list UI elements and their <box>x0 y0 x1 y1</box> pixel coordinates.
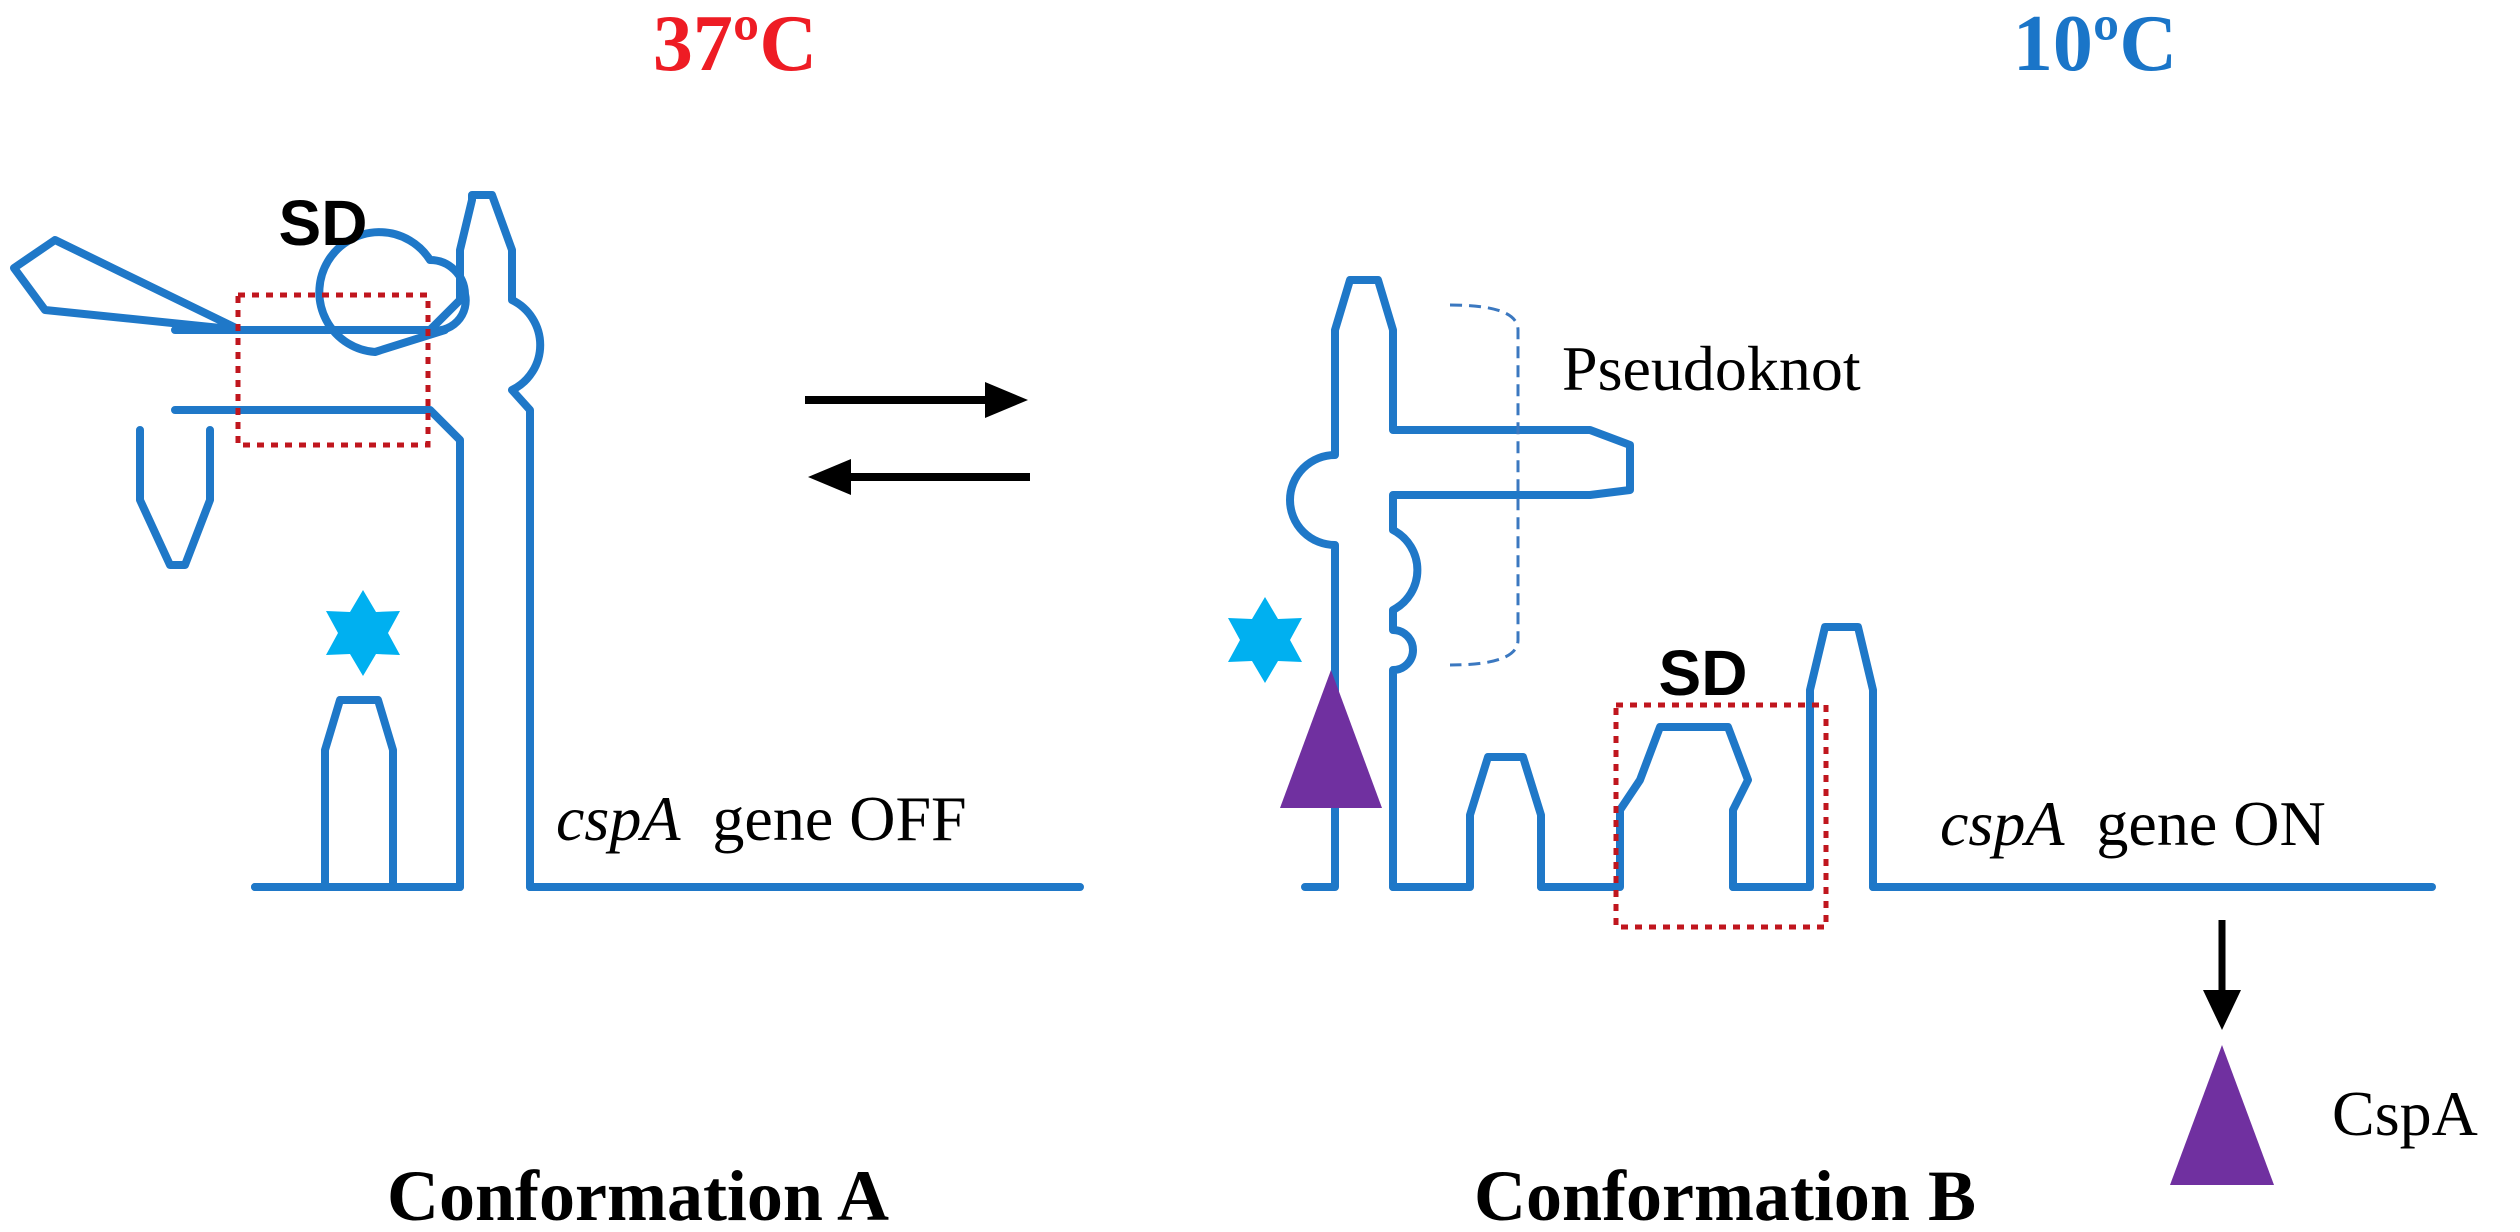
down-arrow-head <box>2203 990 2241 1030</box>
rna-sd-stem-a <box>171 326 464 891</box>
rna-hairpin-small-a <box>251 696 397 891</box>
rna-hairpin-tall-b <box>1729 623 1877 891</box>
gene-label-b: cspA gene ON <box>1940 788 2326 859</box>
conformation-a: 37ºC SD cspA gene OFF Conformation A <box>10 0 1084 1232</box>
sd-box-b <box>1613 702 1829 930</box>
gene-name-a: cspA <box>556 783 681 854</box>
gene-label-a: cspA gene OFF <box>556 783 967 854</box>
pseudoknot-label: Pseudoknot <box>1562 333 1861 404</box>
cspa-label: CspA <box>2332 1078 2478 1149</box>
triangle-icon <box>2170 1045 2274 1185</box>
rna-hairpin-long-right <box>426 191 545 891</box>
gene-name-b: cspA <box>1940 788 2065 859</box>
sd-label-a: SD <box>279 187 368 259</box>
rna-hairpin-left-b <box>1286 276 1634 891</box>
pseudoknot-bracket <box>1449 303 1520 667</box>
temperature-label-b: 10ºC <box>2013 0 2177 88</box>
rna-hairpin-small-b1 <box>1389 753 1545 891</box>
sd-label-b: SD <box>1659 637 1748 709</box>
rna-junction-a <box>236 228 470 356</box>
equilibrium-arrows <box>805 382 1030 495</box>
rna-hairpin-upper-left <box>10 236 244 334</box>
star-icon <box>1228 597 1302 683</box>
conformation-b: 10ºC Pseudoknot SD cspA gene ON CspA Con… <box>1228 0 2478 1232</box>
gene-status-a: gene OFF <box>712 783 966 854</box>
triangle-icon <box>1280 670 1382 808</box>
gene-status-b: gene ON <box>2096 788 2325 859</box>
temperature-label-a: 37ºC <box>653 0 817 88</box>
rna-hairpin-lower-left <box>136 426 214 569</box>
caption-a: Conformation A <box>387 1156 889 1232</box>
rna-hairpin-sd-b <box>1537 723 1752 891</box>
star-icon <box>326 590 400 676</box>
sd-box-a <box>235 292 431 448</box>
caption-b: Conformation B <box>1474 1156 1976 1232</box>
